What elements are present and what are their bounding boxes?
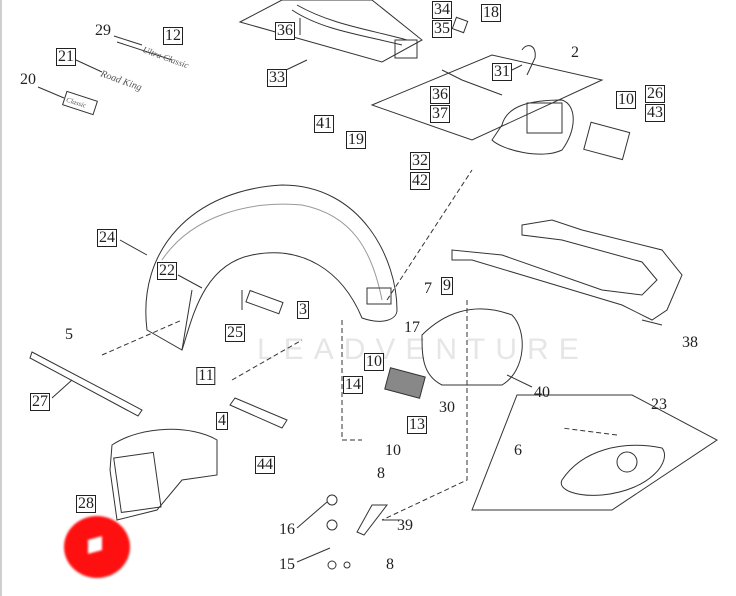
callout-c8a: 8	[377, 465, 385, 482]
callout-c9: 9	[441, 277, 453, 295]
callout-c37: 37	[430, 105, 450, 123]
callout-c15: 15	[279, 556, 295, 573]
callout-c40: 40	[534, 384, 550, 401]
washer	[327, 560, 337, 570]
vent-28	[113, 451, 162, 514]
rail-27	[29, 351, 143, 417]
callout-c25: 25	[225, 324, 245, 342]
callout-c3: 3	[297, 301, 309, 319]
callout-c21: 21	[56, 48, 76, 66]
callout-c33: 33	[267, 69, 287, 87]
callout-c7: 7	[424, 280, 432, 297]
part-31	[521, 45, 536, 76]
callout-c36b: 36	[430, 86, 450, 104]
callout-c26: 26	[645, 85, 665, 103]
callout-c31: 31	[492, 63, 512, 81]
callout-c30: 30	[439, 399, 455, 416]
callout-c19: 19	[346, 131, 366, 149]
badge-classic	[61, 90, 99, 116]
callout-c16: 16	[279, 521, 295, 538]
callout-c32: 32	[410, 152, 430, 170]
callout-c4: 4	[216, 412, 228, 430]
callout-c20: 20	[20, 71, 36, 88]
callout-c22: 22	[157, 262, 177, 280]
rear-fender	[145, 184, 398, 351]
tail-lamp-base	[491, 99, 574, 155]
callout-c39: 39	[397, 517, 413, 534]
callout-c6: 6	[514, 442, 522, 459]
leader-dashes	[101, 169, 618, 521]
callout-c8b: 8	[386, 556, 394, 573]
part-23	[560, 444, 665, 496]
callout-c29: 29	[95, 22, 111, 39]
fender-struts	[181, 289, 243, 351]
callout-c17: 17	[404, 319, 420, 336]
callout-c14: 14	[343, 376, 363, 394]
washer	[326, 519, 338, 531]
callout-c41: 41	[314, 115, 334, 133]
callout-c18: 18	[481, 4, 501, 22]
callout-c27: 27	[30, 393, 50, 411]
callout-c36a: 36	[275, 22, 295, 40]
callout-c23: 23	[651, 396, 667, 413]
reflector-30	[384, 367, 426, 399]
wiring-harness	[291, 4, 408, 46]
callout-c43: 43	[645, 104, 665, 122]
rack-bracket	[421, 308, 523, 386]
callout-c2: 2	[571, 44, 579, 61]
red-annotation-mark	[64, 516, 130, 578]
wiring-harness-bracket	[238, 0, 423, 63]
part-44	[229, 397, 288, 429]
callout-c11: 11	[196, 367, 216, 385]
washer	[326, 494, 338, 506]
callout-c38: 38	[682, 334, 698, 351]
lamp-box	[370, 54, 604, 141]
callout-c13: 13	[407, 416, 427, 434]
lamp-part-26	[583, 121, 631, 161]
part-23-emblem	[616, 451, 638, 473]
part-36-37	[441, 69, 503, 96]
part-23-box	[471, 394, 718, 511]
callout-c28: 28	[76, 495, 96, 513]
washer	[343, 561, 351, 569]
callout-c12: 12	[163, 27, 183, 45]
callout-c35: 35	[432, 20, 452, 38]
fender-ridge	[161, 203, 383, 301]
leader-lines	[37, 18, 663, 563]
badge-ultra-classic	[116, 41, 173, 61]
tail-lamp-lens	[526, 102, 563, 134]
callout-c24: 24	[97, 229, 117, 247]
callout-c34: 34	[432, 1, 452, 19]
watermark: LEADVENTURE	[257, 333, 589, 366]
part-25	[245, 289, 284, 315]
callout-c44: 44	[255, 456, 275, 474]
part-39	[356, 504, 389, 536]
fender-plate	[366, 287, 392, 305]
callout-c42: 42	[410, 172, 430, 190]
callout-c10a: 10	[616, 91, 636, 109]
callout-c10b: 10	[364, 353, 384, 371]
part-18	[451, 16, 469, 34]
connector	[394, 39, 418, 59]
luggage-rack	[451, 219, 683, 321]
callout-c5: 5	[65, 326, 73, 343]
callout-c10c: 10	[385, 442, 401, 459]
